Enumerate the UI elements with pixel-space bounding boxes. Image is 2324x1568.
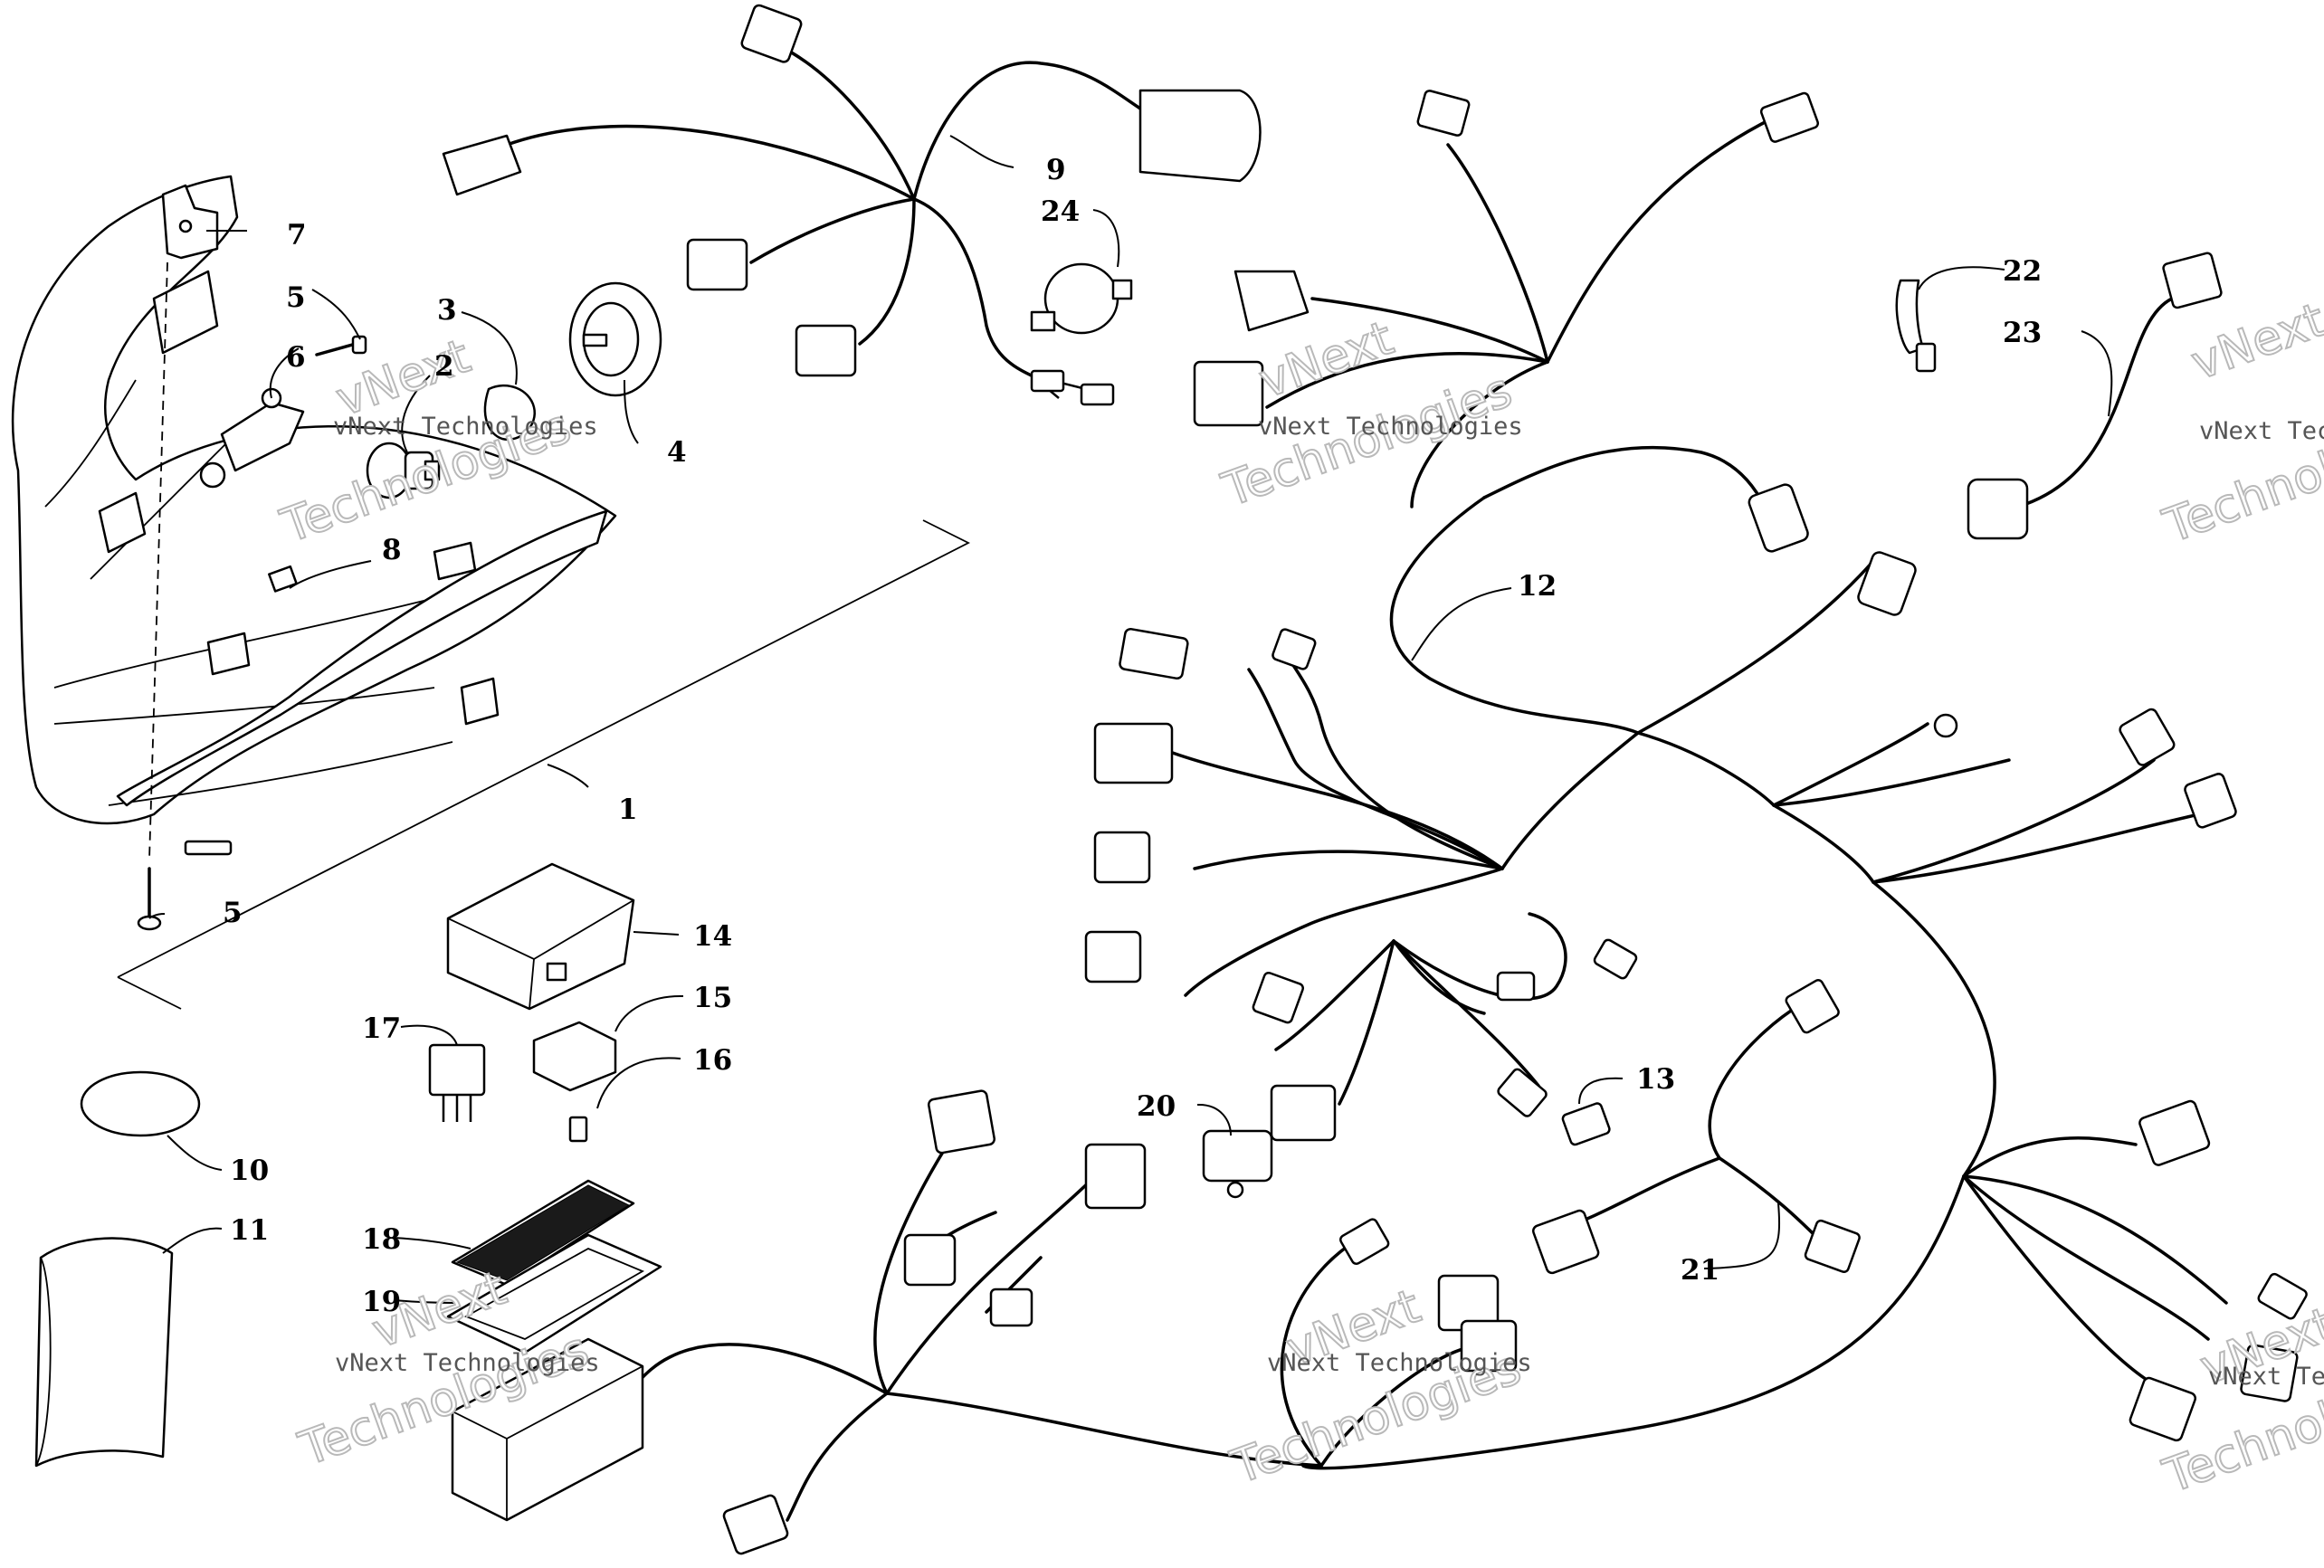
callout-5-top: 5 — [286, 281, 306, 314]
screw-bottom — [137, 867, 162, 931]
watermark-text-6: vNext Technologies — [2208, 1363, 2324, 1391]
watermark-text-2: vNext Technologies — [1258, 413, 1523, 441]
assembly-outline — [117, 519, 970, 978]
callout-12: 12 — [1518, 570, 1557, 603]
horn — [1030, 262, 1133, 335]
callout-21: 21 — [1681, 1254, 1719, 1287]
callout-18: 18 — [362, 1223, 401, 1256]
callout-3: 3 — [437, 294, 457, 327]
headlight-bulb — [366, 442, 441, 499]
callout-5-bottom: 5 — [223, 897, 243, 929]
callout-7: 7 — [287, 219, 307, 252]
dust-cover — [568, 281, 662, 397]
callout-24: 24 — [1041, 195, 1080, 228]
sensor-20 — [1202, 1129, 1273, 1199]
headlight-assembly — [11, 175, 617, 856]
assembly-outline-edge — [117, 976, 182, 1010]
relay-17 — [428, 1043, 486, 1122]
callout-9: 9 — [1046, 154, 1066, 186]
callout-20: 20 — [1137, 1090, 1176, 1123]
callout-23: 23 — [2003, 317, 2042, 349]
sub-harness-21 — [1532, 979, 1861, 1275]
watermark-big-5: vNext — [2185, 293, 2324, 391]
watermark-text-3: vNext Technologies — [2199, 417, 2324, 445]
callout-17: 17 — [362, 1012, 401, 1045]
fuse-16 — [568, 1116, 588, 1143]
callout-labels: 1 2 3 4 5 5 6 7 8 9 10 11 12 13 14 15 16… — [223, 154, 2042, 1318]
mounting-bracket — [161, 184, 219, 260]
callout-15: 15 — [693, 982, 732, 1014]
callout-2: 2 — [434, 350, 454, 383]
cable-tie-22 — [1895, 279, 1937, 373]
leader-lines — [148, 135, 2113, 1304]
watermark-big-3: vNext — [1252, 311, 1400, 409]
wire-23 — [1967, 252, 2223, 540]
watermark-text-4: vNext Technologies — [335, 1349, 600, 1377]
callout-19: 19 — [362, 1286, 401, 1318]
bottom-harness — [586, 1089, 1518, 1555]
callout-8: 8 — [382, 534, 402, 566]
bulb-retaining-clip — [483, 384, 537, 442]
hose-clamp-10 — [80, 1070, 201, 1137]
watermark-text-5: vNext Technologies — [1267, 1349, 1532, 1377]
screw-top — [315, 335, 367, 356]
callout-22: 22 — [2003, 255, 2042, 288]
mounting-line — [148, 261, 168, 860]
callout-13: 13 — [1636, 1063, 1675, 1096]
callout-11: 11 — [230, 1214, 269, 1247]
small-clip — [268, 565, 298, 593]
gasket-19 — [446, 1233, 662, 1354]
small-connector-13 — [1561, 1102, 1611, 1146]
callout-16: 16 — [693, 1044, 732, 1077]
fuse-label-18 — [451, 1179, 635, 1287]
callout-6: 6 — [286, 341, 306, 374]
fuse-box-cover-14 — [446, 862, 635, 1011]
protective-sleeve-11 — [34, 1237, 174, 1468]
callout-4: 4 — [667, 436, 687, 469]
watermark-text-1: vNext Technologies — [333, 413, 598, 441]
callout-10: 10 — [230, 1155, 269, 1187]
callout-14: 14 — [693, 920, 732, 953]
relay-15 — [532, 1021, 617, 1092]
main-harness — [1084, 90, 2308, 1470]
fuse-block — [451, 1337, 644, 1522]
headlight-harness — [442, 4, 1262, 406]
bulb-socket — [199, 387, 305, 489]
callout-1: 1 — [618, 794, 638, 826]
